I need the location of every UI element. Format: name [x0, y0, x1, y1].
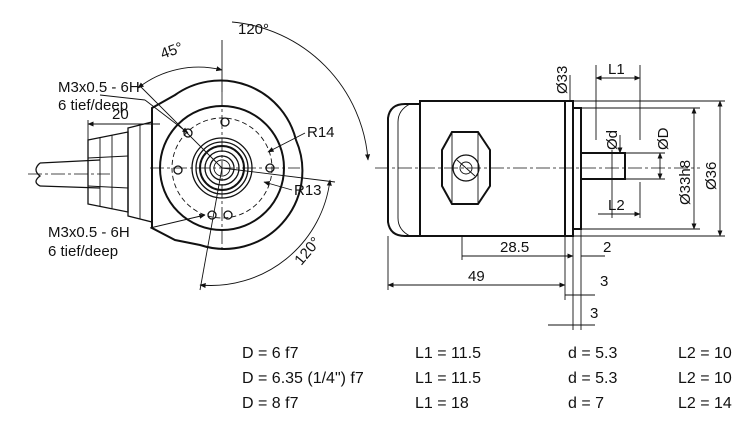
- angle-top-label: 120°: [238, 21, 269, 38]
- thread-note-top-1: M3x0.5 - 6H: [58, 79, 140, 96]
- cable-gland: [87, 121, 153, 223]
- thread-note-top-2: 6 tief/deep: [58, 97, 128, 114]
- svg-text:D = 6 f7: D = 6 f7: [242, 345, 299, 362]
- radius-r14: R14: [307, 124, 335, 141]
- svg-text:L1 = 11.5: L1 = 11.5: [415, 345, 481, 362]
- svg-text:L2 = 10: L2 = 10: [678, 345, 732, 362]
- variant-table: D = 6 f7 L1 = 11.5 d = 5.3 L2 = 10 D = 6…: [242, 345, 732, 412]
- angle-bottom-label: 120°: [291, 234, 324, 269]
- dim-3-lower: 3: [590, 305, 598, 322]
- dim-20: 20: [112, 106, 129, 123]
- front-view: 120° 45° 120° M3x0.5 - 6H 6 tief/deep M3…: [28, 21, 371, 291]
- side-view: Ø33 L1 Ød ØD Ø33h8 Ø36 L2 28.5: [375, 61, 725, 330]
- dim-dia-D: ØD: [655, 127, 672, 150]
- dim-28-5: 28.5: [500, 239, 529, 256]
- svg-text:d = 5.3: d = 5.3: [568, 370, 617, 387]
- arc-45: [137, 66, 223, 89]
- svg-text:d = 5.3: d = 5.3: [568, 345, 617, 362]
- cable: [28, 159, 110, 189]
- thread-note-bottom-2: 6 tief/deep: [48, 243, 118, 260]
- svg-text:L2 = 10: L2 = 10: [678, 370, 732, 387]
- dim-dia-33h8: Ø33h8: [677, 160, 694, 205]
- arc-120-bottom: [199, 179, 332, 289]
- arc-120-top: [231, 21, 371, 161]
- rear-cap: [387, 103, 420, 237]
- dim-dia-36: Ø36: [703, 162, 720, 190]
- radius-r13: R13: [294, 182, 322, 199]
- svg-text:L1 = 18: L1 = 18: [415, 395, 469, 412]
- centering-collar: [572, 107, 582, 230]
- svg-text:D = 8 f7: D = 8 f7: [242, 395, 299, 412]
- dim-L1: L1: [608, 61, 625, 78]
- table-row: D = 8 f7 L1 = 18 d = 7 L2 = 14: [242, 395, 732, 412]
- table-row: D = 6.35 (1/4") f7 L1 = 11.5 d = 5.3 L2 …: [242, 370, 732, 387]
- dim-49: 49: [468, 268, 485, 285]
- svg-text:L2 = 14: L2 = 14: [678, 395, 732, 412]
- svg-text:D = 6.35 (1/4") f7: D = 6.35 (1/4") f7: [242, 370, 364, 387]
- dim-3-upper: 3: [600, 273, 608, 290]
- shaft-side: [580, 152, 626, 180]
- svg-text:d = 7: d = 7: [568, 395, 604, 412]
- flange: [564, 100, 574, 237]
- dim-L2: L2: [608, 197, 625, 214]
- svg-text:L1 = 11.5: L1 = 11.5: [415, 370, 481, 387]
- table-row: D = 6 f7 L1 = 11.5 d = 5.3 L2 = 10: [242, 345, 732, 362]
- dim-dia-d: Ød: [604, 130, 621, 150]
- angle-45-label: 45°: [158, 39, 185, 63]
- thread-note-bottom-1: M3x0.5 - 6H: [48, 224, 130, 241]
- dim-2: 2: [603, 239, 611, 256]
- dim-dia-33: Ø33: [554, 66, 571, 94]
